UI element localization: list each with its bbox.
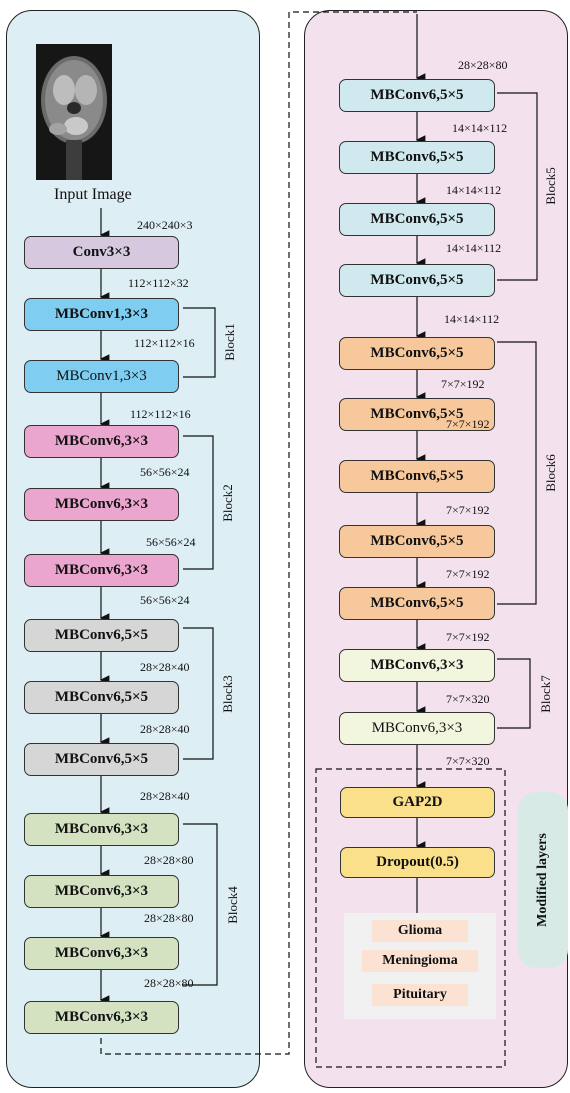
left-panel [6, 10, 260, 1088]
block3-label: Block3 [220, 675, 235, 713]
block6-layer-3: MBConv6,5×5 [339, 460, 495, 493]
input-image-label: Input Image [54, 186, 132, 203]
block7-layer-1: MBConv6,3×3 [339, 649, 495, 682]
input-mri-image [36, 44, 112, 180]
block7-label: Block7 [538, 675, 553, 713]
block3-layer-1: MBConv6,5×5 [24, 619, 179, 652]
block4-layer-1: MBConv6,3×3 [24, 813, 179, 846]
block5-layer-2: MBConv6,5×5 [339, 141, 495, 174]
block6-label: Block6 [543, 454, 558, 492]
block6-layer-2: MBConv6,5×5 [339, 398, 495, 431]
block1-dim-2: 112×112×16 [130, 407, 191, 421]
block2-layer-3: MBConv6,3×3 [24, 554, 179, 587]
block6-dim-1: 7×7×192 [441, 377, 485, 391]
block3-layer-2: MBConv6,5×5 [24, 681, 179, 714]
block4-layer-3: MBConv6,3×3 [24, 937, 179, 970]
block2-label: Block2 [220, 484, 235, 522]
block7-dim-2: 7×7×320 [446, 754, 490, 768]
block6-dim-2: 7×7×192 [446, 417, 490, 431]
block6-dim-3: 7×7×192 [446, 503, 490, 517]
gap2d-layer: GAP2D [340, 787, 495, 818]
block1-layer-1: MBConv1,3×3 [24, 298, 179, 331]
block2-layer-2: MBConv6,3×3 [24, 488, 179, 521]
block3-dim-3: 28×28×40 [140, 789, 190, 803]
block6-layer-1: MBConv6,5×5 [339, 337, 495, 370]
dropout-layer: Dropout(0.5) [340, 847, 495, 878]
block5-layer-4: MBConv6,5×5 [339, 264, 495, 297]
class-glioma: Glioma [372, 920, 468, 942]
block2-dim-1: 56×56×24 [140, 465, 190, 479]
block6-layer-5: MBConv6,5×5 [339, 587, 495, 620]
dim-right-top: 28×28×80 [458, 58, 508, 72]
block5-layer-1: MBConv6,5×5 [339, 79, 495, 112]
block4-dim-2: 28×28×80 [144, 911, 194, 925]
block2-dim-2: 56×56×24 [146, 535, 196, 549]
dim-input: 240×240×3 [137, 218, 193, 232]
block2-dim-3: 56×56×24 [140, 593, 190, 607]
block5-layer-3: MBConv6,5×5 [339, 203, 495, 236]
dim-stem-out: 112×112×32 [128, 276, 189, 290]
block3-dim-2: 28×28×40 [140, 722, 190, 736]
block1-dim-1: 112×112×16 [134, 336, 195, 350]
block3-layer-3: MBConv6,5×5 [24, 743, 179, 776]
block5-dim-1: 14×14×112 [452, 121, 508, 135]
block1-layer-2: MBConv1,3×3 [24, 360, 179, 393]
block6-dim-4: 7×7×192 [446, 567, 490, 581]
block6-layer-4: MBConv6,5×5 [339, 525, 495, 558]
modified-layers-badge [518, 792, 568, 968]
block2-layer-1: MBConv6,3×3 [24, 425, 179, 458]
block7-layer-2: MBConv6,3×3 [339, 712, 495, 745]
block1-label: Block1 [222, 323, 237, 361]
block7-dim-1: 7×7×320 [446, 692, 490, 706]
block5-dim-3: 14×14×112 [446, 241, 502, 255]
block6-dim-5: 7×7×192 [446, 630, 490, 644]
block4-dim-3: 28×28×80 [144, 976, 194, 990]
block3-dim-1: 28×28×40 [140, 660, 190, 674]
block4-layer-2: MBConv6,3×3 [24, 875, 179, 908]
block5-label: Block5 [543, 167, 558, 205]
block4-dim-1: 28×28×80 [144, 853, 194, 867]
block4-label: Block4 [225, 886, 240, 924]
block5-dim-4: 14×14×112 [444, 312, 500, 326]
block5-dim-2: 14×14×112 [446, 183, 502, 197]
block4-layer-4: MBConv6,3×3 [24, 1001, 179, 1034]
class-pituitary: Pituitary [372, 984, 468, 1006]
conv3x3-stem: Conv3×3 [24, 236, 179, 269]
class-meningioma: Meningioma [362, 950, 478, 972]
modified-layers-label: Modified layers [535, 833, 550, 927]
